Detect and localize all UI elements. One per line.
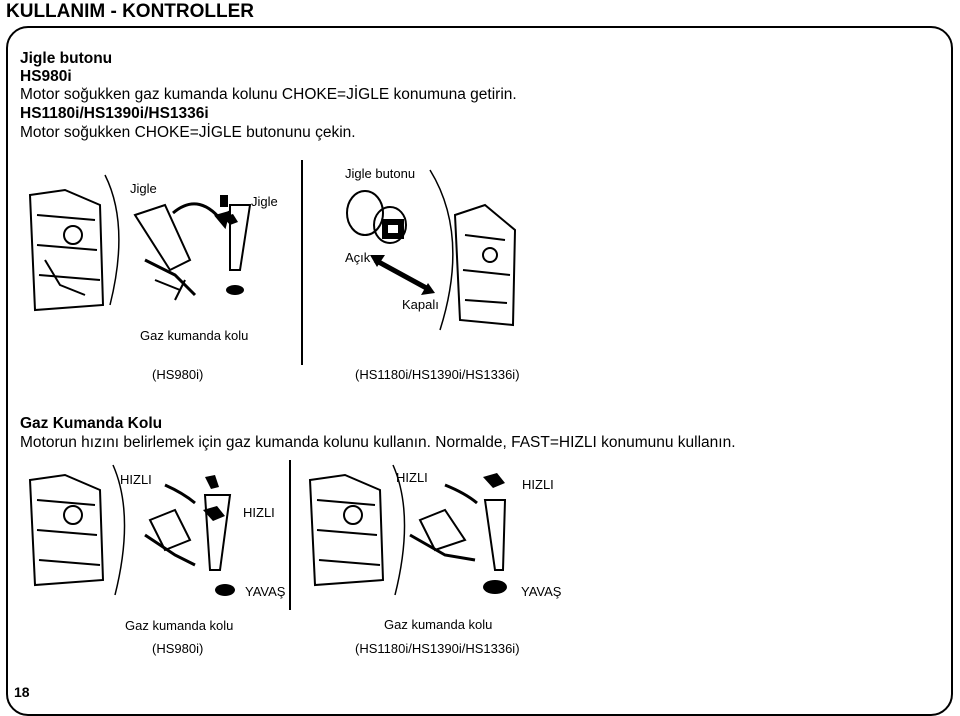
throttle-lever-label-hs980i: Gaz kumanda kolu <box>125 618 234 633</box>
throttle-lever-illustration-hs1180i <box>308 464 507 596</box>
fast-scale-label-hs980i: HIZLI <box>243 505 275 520</box>
throttle-lever-illustration-hs980i <box>28 460 291 610</box>
jigle-button-illustration <box>346 169 517 331</box>
jigle-model-a: HS980i <box>20 68 72 85</box>
slow-label-hs980i: YAVAŞ <box>245 584 286 599</box>
jigle-lever-label: Jigle <box>130 181 157 196</box>
jigle-section-title: Jigle butonu <box>20 50 113 67</box>
throttle-lever-label: Gaz kumanda kolu <box>140 328 249 343</box>
jigle-button-label: Jigle butonu <box>345 166 416 181</box>
page-title: KULLANIM - KONTROLLER <box>6 1 255 22</box>
fast-scale-label-hs1180i: HIZLI <box>522 477 554 492</box>
closed-position-label: Kapalı <box>402 297 439 312</box>
jigle-model-b: HS1180i/HS1390i/HS1336i <box>20 105 209 122</box>
slow-label-hs1180i: YAVAŞ <box>521 584 562 599</box>
throttle-lever-label-hs1180i: Gaz kumanda kolu <box>384 617 493 632</box>
fast-lever-label-hs1180i: HIZLI <box>396 470 428 485</box>
jigle-scale-label: Jigle <box>251 194 278 209</box>
figure-divider <box>301 160 303 365</box>
figure-caption-hs980i: (HS980i) <box>152 367 204 382</box>
fast-lever-label-hs980i: HIZLI <box>120 472 152 487</box>
jigle-instruction-a: Motor soğukken gaz kumanda kolunu CHOKE=… <box>20 86 517 103</box>
figure-caption-hs1180i: (HS1180i/HS1390i/HS1336i) <box>355 367 520 382</box>
open-position-label: Açık <box>345 250 371 265</box>
figure-caption-throttle-hs1180i: (HS1180i/HS1390i/HS1336i) <box>355 641 520 656</box>
jigle-instruction-b: Motor soğukken CHOKE=JİGLE butonunu çeki… <box>20 124 356 141</box>
figure-caption-throttle-hs980i: (HS980i) <box>152 641 204 656</box>
throttle-description: Motorun hızını belirlemek için gaz kuman… <box>20 434 736 451</box>
throttle-section-title: Gaz Kumanda Kolu <box>20 415 163 432</box>
jigle-lever-illustration <box>28 174 252 312</box>
page-number: 18 <box>14 684 30 700</box>
